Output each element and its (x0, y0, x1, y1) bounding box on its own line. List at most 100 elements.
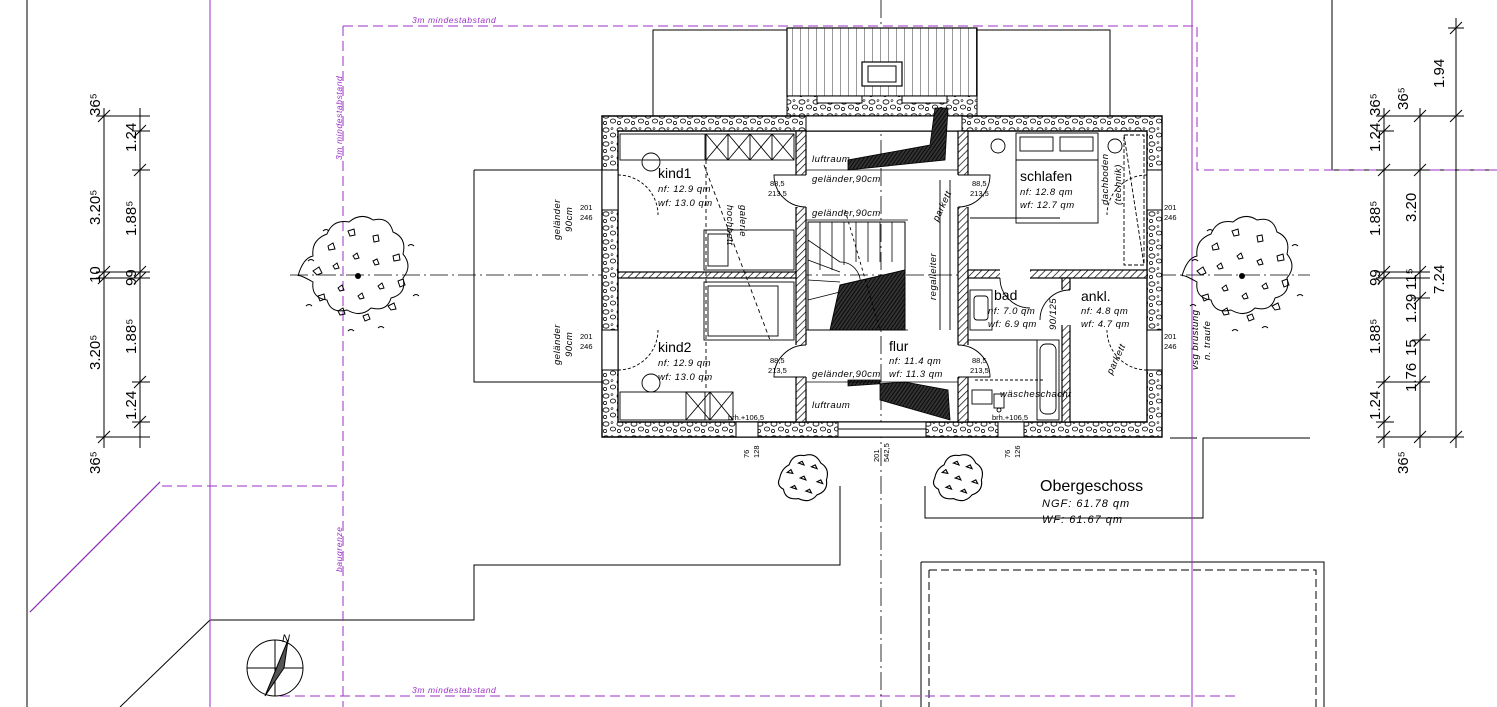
furniture (619, 132, 1145, 421)
door-size-label: 90/125 (1048, 298, 1059, 330)
gelaender-bottom-label: geländer,90cm (812, 369, 881, 380)
title-block: Obergeschoss NGF: 61.78 qm WF: 61.67 qm (1040, 478, 1143, 526)
room-ankl: ankl. nf: 4.8 qm wf: 4.7 qm (1081, 288, 1130, 330)
room-name: kind2 (658, 339, 692, 355)
gelaender-90-bottom: 90cm (564, 332, 575, 357)
setback-lines (29, 0, 1497, 707)
small-dims: 88,5 213,5 88,5 213,5 88,5 213,5 88,5 21… (580, 179, 1177, 462)
room-nf: nf: 12.9 qm (658, 358, 711, 369)
room-wf: wf: 13.0 qm (658, 372, 713, 383)
room-kind1: kind1 nf: 12.9 qm wf: 13.0 qm (658, 165, 713, 209)
room-flur: flur nf: 11.4 qm wf: 11.3 qm (889, 338, 943, 380)
room-name: schlafen (1020, 168, 1072, 184)
sd-9: 201 (580, 203, 593, 212)
room-bad: bad nf: 7.0 qm wf: 6.9 qm (988, 287, 1036, 330)
luftraum-top-label: luftraum (812, 154, 850, 165)
room-name: kind1 (658, 165, 692, 181)
gelaender-top-label: geländer,90cm (812, 174, 881, 185)
sd-12: 246 (580, 342, 593, 351)
room-wf: wf: 4.7 qm (1081, 319, 1130, 330)
dl-inner-1: 1.88⁵ (123, 201, 140, 236)
gelaender-stair-label: geländer,90cm (812, 208, 881, 219)
dormer-roof (786, 27, 978, 119)
regal-label: regalleiter (928, 252, 939, 300)
exterior-walls (601, 115, 1163, 438)
dr-c1-0b: 36⁵ (1395, 87, 1412, 110)
sd-13: 201 (1164, 203, 1177, 212)
north-arrow (246, 639, 304, 697)
dl-inner-4: 1.24 (123, 391, 140, 420)
dr-c1-3: 99 (1367, 269, 1384, 286)
dr-c1-5: 1.24 (1367, 391, 1384, 420)
dims-right-values: 36⁵ 1.24 1.88⁵ 99 1.88⁵ 1.24 36⁵ 3.20 11… (1367, 59, 1448, 474)
room-wf: wf: 13.0 qm (658, 198, 713, 209)
sd-22: 542,5 (882, 443, 891, 462)
sd-11: 201 (580, 332, 593, 341)
sd-16: 246 (1164, 342, 1177, 351)
room-nf: nf: 12.8 qm (1020, 187, 1073, 198)
sd-8: 213,5 (970, 366, 989, 375)
dr-c3-1: 7.24 (1431, 265, 1448, 294)
baugrenze-label: baugrenze (334, 526, 344, 572)
room-nf: nf: 11.4 qm (889, 356, 941, 367)
wardrobe-kind1 (705, 133, 795, 161)
door-openings (795, 175, 1071, 377)
wf-value: WF: 61.67 qm (1042, 514, 1123, 526)
hochbett-label: hochbett (724, 205, 735, 245)
dims-right-lines (1376, 18, 1464, 448)
sd-14: 246 (1164, 213, 1177, 222)
sd-21: 201 (872, 449, 881, 462)
room-schlafen: schlafen nf: 12.8 qm wf: 12.7 qm (1020, 168, 1074, 211)
room-wf: wf: 11.3 qm (889, 369, 943, 380)
luftraum-hatch (806, 107, 958, 421)
sd-1: 88,5 (770, 179, 785, 188)
traufe-note: n. traufe (1202, 321, 1213, 360)
dims-left-values: 36⁵ 3.20⁵ 10 3.20⁵ 36⁵ 1.24 1.88⁵ 99 1.8… (87, 93, 140, 474)
sd-6: 213,5 (768, 366, 787, 375)
dl-outer-0: 36⁵ (87, 93, 104, 116)
dl-inner-3: 1.88⁵ (123, 319, 140, 354)
setback-bottom-label: 3m mindestabstand (412, 685, 496, 695)
dr-c1-0: 36⁵ (1367, 93, 1384, 116)
dr-c1-2: 1.88⁵ (1367, 201, 1384, 236)
sd-4: 213,5 (970, 189, 989, 198)
staircase (807, 209, 906, 331)
room-name: flur (889, 338, 909, 354)
sd-20: 126 (1013, 445, 1022, 458)
dr-c3-0: 1.94 (1431, 59, 1448, 88)
dr-c2-0: 3.20 (1403, 193, 1420, 222)
shrub-left (777, 454, 829, 502)
dr-c2-3: 15 (1403, 339, 1420, 356)
room-name: ankl. (1081, 288, 1111, 304)
sd-5: 88,5 (770, 356, 785, 365)
sd-18: 128 (752, 445, 761, 458)
dl-outer-4: 36⁵ (87, 451, 104, 474)
gelaender-side-top: geländer (552, 199, 563, 240)
interior-walls (617, 130, 1148, 423)
room-nf: nf: 12.9 qm (658, 184, 711, 195)
vsg-note: vsg brüstung (1190, 309, 1201, 370)
gelaender-side-bottom: geländer (552, 324, 563, 365)
setback-top-label: 3m mindestabstand (412, 15, 496, 25)
dr-c2-4: 1.76 (1403, 363, 1420, 392)
waesche-label: wäscheschacht (1000, 389, 1071, 400)
dachboden-label: dachboden (1100, 153, 1111, 205)
dr-c1-6: 36⁵ (1395, 451, 1412, 474)
sd-3: 88,5 (972, 179, 987, 188)
floor-title: Obergeschoss (1040, 478, 1143, 495)
dr-c2-1: 11⁵ (1403, 268, 1420, 290)
brh-right-label: brh.+106,5 (992, 413, 1028, 422)
luftraum-bottom-label: luftraum (812, 400, 850, 411)
dl-inner-0: 1.24 (123, 123, 140, 152)
dl-outer-2: 10 (87, 266, 104, 283)
room-kind2: kind2 nf: 12.9 qm wf: 13.0 qm (658, 339, 713, 383)
dims-left-lines (96, 108, 150, 448)
room-nf: nf: 4.8 qm (1081, 306, 1128, 317)
dl-inner-2: 99 (123, 269, 140, 286)
parkett-ankl-label: parkett (1104, 342, 1128, 377)
sd-19: 76 (1003, 450, 1012, 458)
sd-2: 213,5 (768, 189, 787, 198)
dr-c1-4: 1.88⁵ (1367, 319, 1384, 354)
dr-c2-2: 1.29 (1403, 294, 1420, 323)
